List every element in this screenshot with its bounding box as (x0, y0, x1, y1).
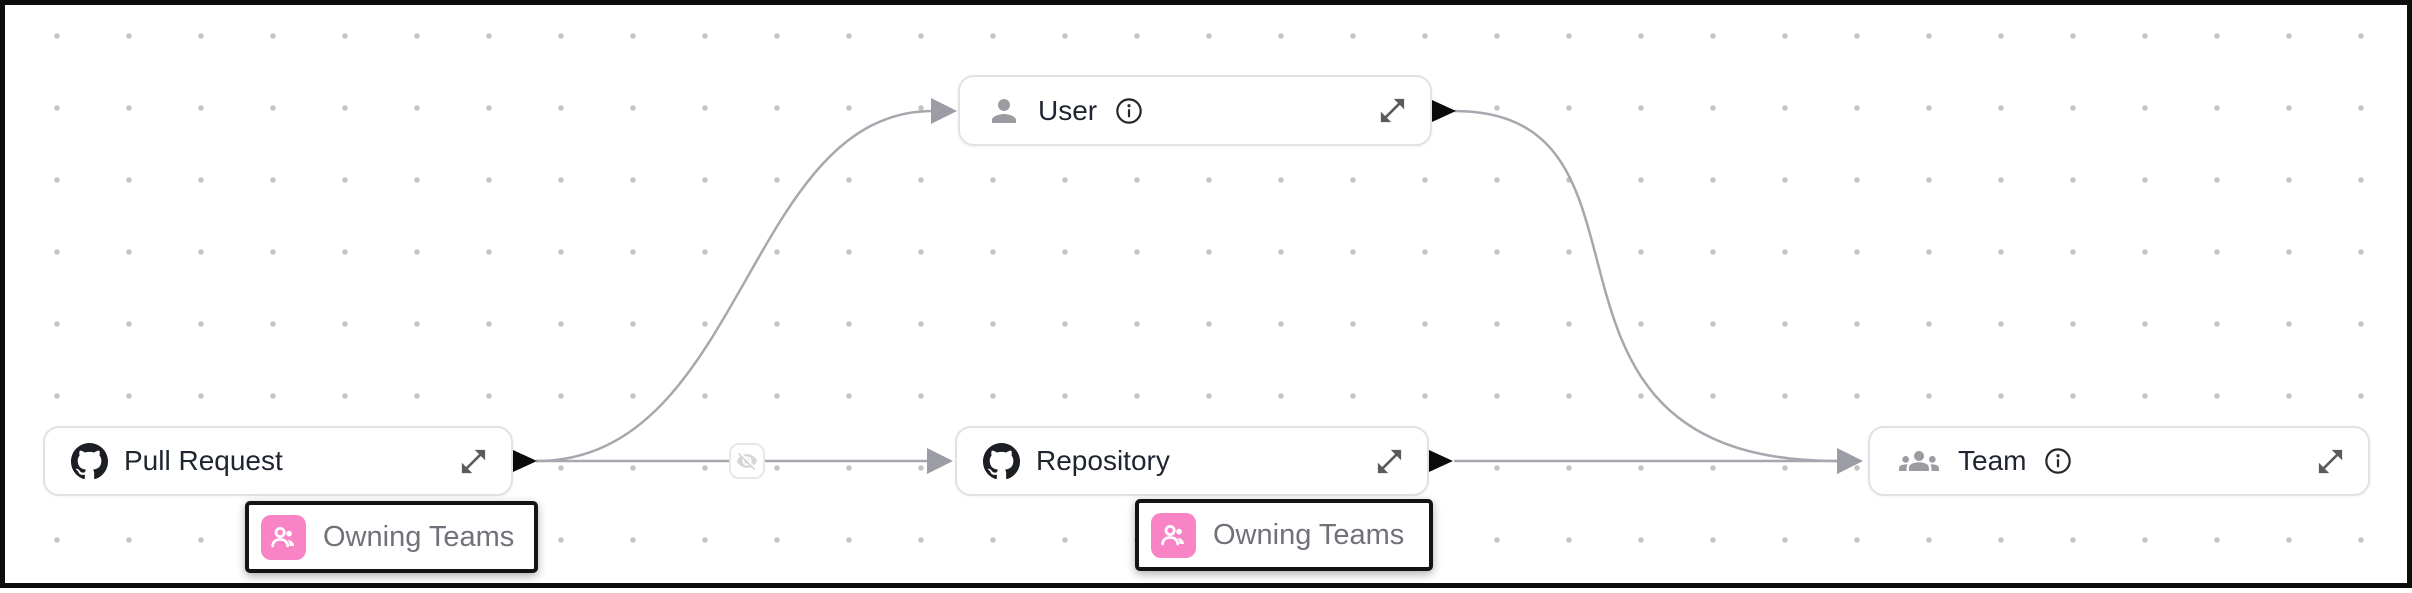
expand-icon[interactable] (1377, 95, 1408, 126)
owning-teams-badge-pull-request[interactable]: Owning Teams (245, 501, 538, 573)
owning-teams-icon (1151, 512, 1196, 558)
node-label: User (1038, 94, 1098, 126)
node-pull-request[interactable]: Pull Request (43, 426, 513, 496)
source-handle-repository[interactable] (1429, 450, 1453, 472)
github-icon (71, 442, 108, 480)
node-label: Pull Request (124, 445, 283, 476)
edge-hidden-toggle[interactable] (729, 443, 765, 479)
owning-teams-label: Owning Teams (1213, 518, 1405, 551)
node-repository[interactable]: Repository (955, 426, 1429, 496)
owning-teams-icon (261, 514, 306, 560)
node-team[interactable]: Team (1868, 426, 2370, 496)
source-handle-user[interactable] (1432, 100, 1456, 122)
node-label: Repository (1036, 445, 1170, 476)
github-icon (983, 442, 1020, 480)
source-handle-pull-request[interactable] (513, 450, 537, 472)
arrowhead-into-user (931, 98, 957, 124)
arrowhead-into-team (1837, 448, 1863, 474)
info-icon[interactable] (1115, 97, 1143, 125)
owning-teams-label: Owning Teams (323, 520, 515, 553)
expand-icon[interactable] (2315, 446, 2346, 477)
edge-user-team[interactable] (1453, 109, 1838, 463)
arrowhead-into-repository (927, 448, 953, 474)
info-icon[interactable] (2044, 447, 2072, 475)
node-label: Team (1958, 445, 2027, 476)
expand-icon[interactable] (458, 446, 489, 477)
edge-pullrequest-user[interactable] (535, 109, 934, 463)
user-icon (986, 93, 1022, 129)
owning-teams-badge-repository[interactable]: Owning Teams (1135, 499, 1433, 571)
node-user[interactable]: User (958, 75, 1432, 146)
expand-icon[interactable] (1374, 446, 1405, 477)
hidden-eye-icon (736, 452, 758, 471)
team-icon (1896, 441, 1942, 481)
